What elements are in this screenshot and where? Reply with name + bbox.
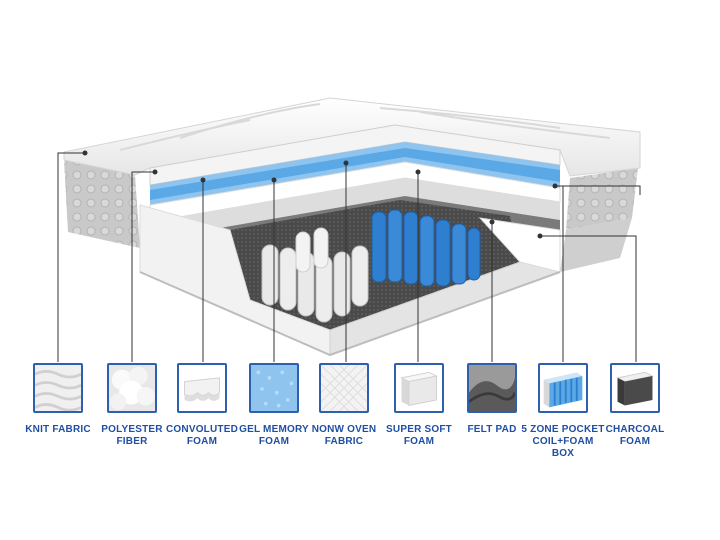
felt-pad-swatch: [467, 363, 517, 413]
foam-box-wall: [139, 204, 561, 356]
felt-pad-label: FELT PAD: [467, 424, 517, 435]
leader-dots: [82, 150, 558, 239]
pocket-coil-foam-box-swatch: [538, 363, 588, 413]
nonwoven-fabric-swatch: [319, 363, 369, 413]
charcoal-foam-swatch: [610, 363, 660, 413]
polyester-fiber-label: POLYESTER FIBER: [101, 424, 163, 447]
leader-lines: [57, 152, 641, 362]
convoluted-foam-label: CONVOLUTED FOAM: [166, 424, 238, 447]
pocket-coil-foam-box-label: 5 ZONE POCKET COIL+FOAM BOX: [521, 424, 605, 459]
super-soft-foam-swatch: [394, 363, 444, 413]
mattress-side-panels: [64, 160, 638, 272]
convoluted-foam-swatch: [177, 363, 227, 413]
polyester-fiber-swatch: [107, 363, 157, 413]
pocket-coils-blue: [371, 209, 481, 287]
nonwoven-fabric-label: NONW OVEN FABRIC: [311, 424, 377, 447]
knit-fabric-swatch: [33, 363, 83, 413]
knit-fabric-label: KNIT FABRIC: [25, 424, 91, 435]
super-soft-foam-label: SUPER SOFT FOAM: [386, 424, 452, 447]
gel-memory-foam-label: GEL MEMORY FOAM: [239, 424, 309, 447]
charcoal-foam-label: CHARCOAL FOAM: [605, 424, 665, 447]
gel-memory-foam-swatch: [249, 363, 299, 413]
